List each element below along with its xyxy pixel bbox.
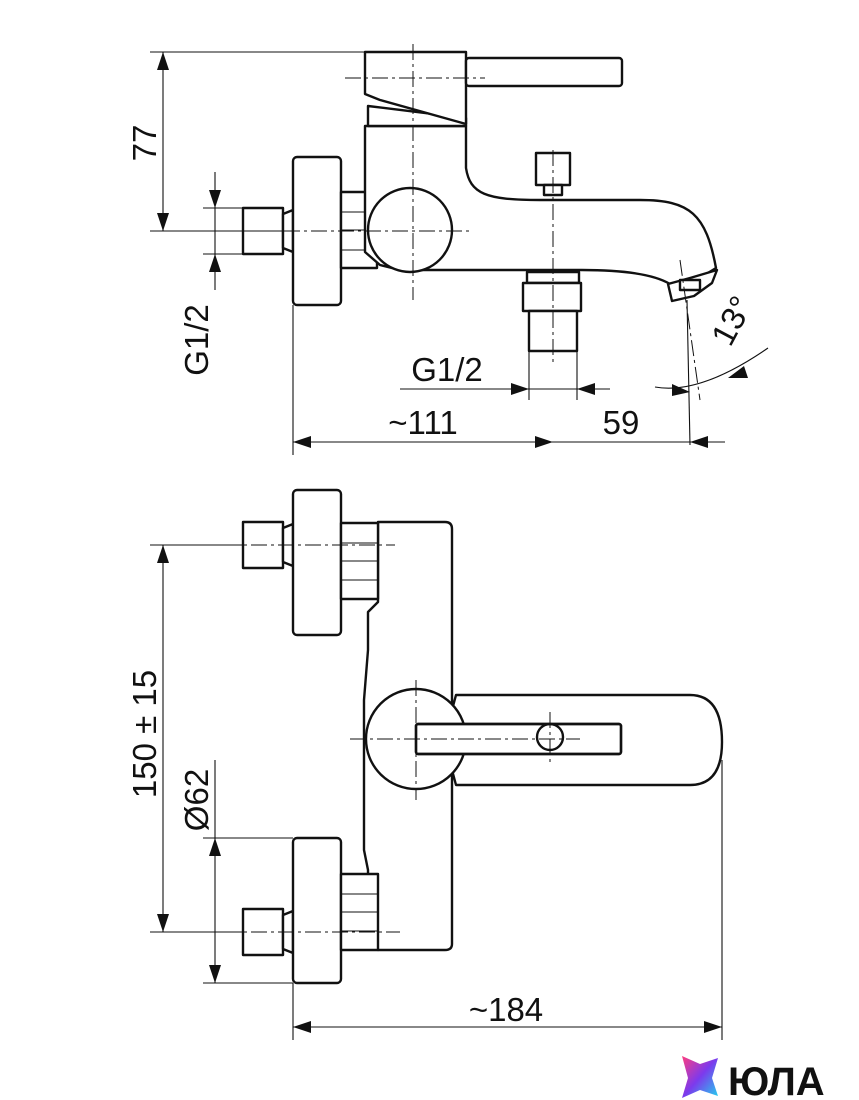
cartridge-dome xyxy=(366,186,454,274)
lever-hub xyxy=(363,50,468,126)
brand-watermark: ЮЛА xyxy=(682,1056,825,1100)
lever-handle xyxy=(464,56,624,88)
top-view: 77 G1/2 G1/2 ~111 59 13° xyxy=(126,44,769,455)
dim-spacing-label: 150 ± 15 xyxy=(126,670,163,798)
brand-logo-icon xyxy=(682,1056,718,1098)
dim-angle-label: 13° xyxy=(704,290,760,351)
dim-inlet-thread-label: G1/2 xyxy=(178,304,215,376)
dim-height-label: 77 xyxy=(126,125,163,162)
upper-flange xyxy=(291,488,343,637)
dim-width-label: ~184 xyxy=(469,991,543,1028)
dim-spout-label: 59 xyxy=(603,404,640,441)
aerator-insert xyxy=(678,278,702,292)
lower-flange xyxy=(291,836,343,985)
dim-outlet-thread-label: G1/2 xyxy=(411,351,483,388)
mixer-body xyxy=(363,124,718,286)
shower-outlet-hex xyxy=(521,281,583,313)
dim-depth-label: ~111 xyxy=(388,404,457,441)
front-view: 150 ± 15 Ø62 ~184 xyxy=(126,488,724,1040)
brand-name: ЮЛА xyxy=(728,1060,825,1100)
dim-flange-label: Ø62 xyxy=(178,769,215,831)
